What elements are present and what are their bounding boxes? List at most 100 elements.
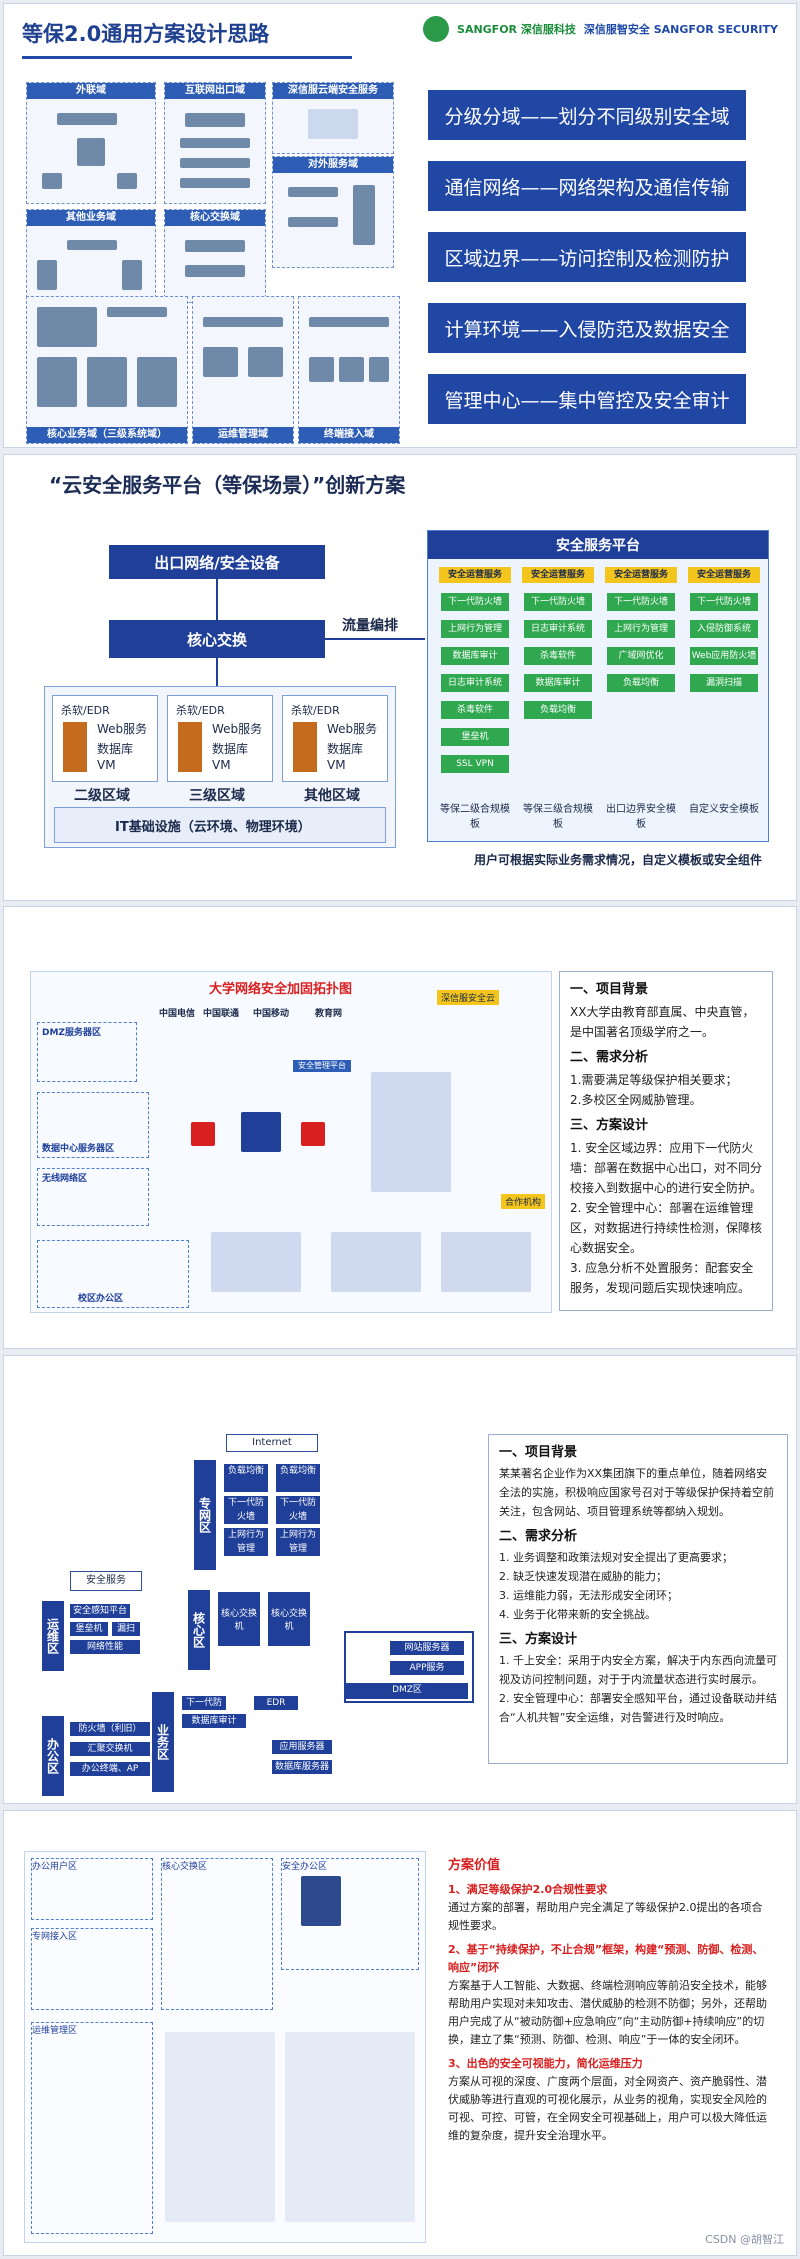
internet-box: Internet	[226, 1434, 318, 1452]
device-box: EDR	[254, 1696, 298, 1710]
campus-devices-icon	[441, 1232, 531, 1292]
device-stack-icon	[285, 2032, 415, 2222]
device-box: 堡垒机	[70, 1622, 108, 1636]
wifi-icon	[369, 357, 389, 382]
section-heading: 二、需求分析	[499, 1529, 578, 1544]
device-box: 负载均衡	[276, 1464, 320, 1492]
section-heading: 三、方案设计	[499, 1632, 578, 1647]
security-component: 入侵防御系统	[690, 620, 758, 638]
template-name: 等保三级合规模板	[523, 804, 593, 830]
cloud-service-icon	[308, 109, 358, 139]
pc-icon	[309, 357, 334, 382]
value-item-title: 3、出色的安全可视能力，简化运维压力	[448, 2057, 643, 2070]
zone-other-business: 其他业务域	[26, 209, 156, 303]
zone-label: 安全办公区	[282, 1862, 328, 1872]
zone-label: 数据中心服务器区	[42, 1144, 115, 1154]
web-service-label: Web服务	[327, 722, 378, 736]
zone-title: 互联网出口域	[165, 83, 265, 99]
shield-icon	[293, 722, 317, 772]
column-header: 安全运营服务	[522, 567, 594, 583]
device-box: 上网行为管理	[276, 1528, 320, 1556]
server-icon	[37, 357, 77, 407]
section-line: 2.多校区全网威胁管理。	[570, 1093, 702, 1107]
zone-label: 核心区	[188, 1590, 210, 1670]
switch-icon	[185, 240, 245, 252]
slide2-title: “云安全服务平台（等保场景）”创新方案	[49, 473, 406, 497]
section-heading: 一、项目背景	[570, 982, 649, 997]
case-text-panel: 一、项目背景 XX大学由教育部直属、中央直管，是中国著名顶级学府之一。 二、需求…	[559, 971, 773, 1311]
firewall-icon	[67, 240, 117, 250]
database-label: 数据库	[212, 742, 249, 756]
section-heading: 三、方案设计	[570, 1118, 649, 1133]
slide-enterprise-case: Internet 专网区 负载均衡 负载均衡 下一代防火墙 下一代防火墙 上网行…	[3, 1355, 797, 1804]
dmz-zone: 网站服务器 APP服务 DMZ区	[344, 1631, 474, 1703]
device-icon	[117, 173, 137, 189]
section-line: 2. 安全管理中心：部署安全感知平台，通过设备联动并结合“人机共智”安全运维，对…	[499, 1692, 777, 1724]
value-item-title: 1、满足等级保护2.0合规性要求	[448, 1883, 608, 1896]
device-box: 上网行为管理	[224, 1528, 268, 1556]
zone-label: 合作机构	[501, 1194, 546, 1209]
security-component: 堡垒机	[441, 728, 509, 746]
security-component: 日志审计系统	[524, 620, 592, 638]
value-text-panel: 方案价值 1、满足等级保护2.0合规性要求 通过方案的部署，帮助用户完全满足了等…	[436, 1851, 781, 2241]
principle-box: 管理中心——集中管控及安全审计	[428, 374, 746, 424]
service-box: 安全服务	[70, 1571, 142, 1591]
zone-terminal: 终端接入域	[298, 296, 400, 444]
switch-icon	[309, 317, 389, 327]
core-switch-box: 核心交换机	[218, 1592, 260, 1646]
value-item-body: 通过方案的部署，帮助用户完全满足了等级保护2.0提出的各项合规性要求。	[448, 1901, 763, 1932]
logo-group: SANGFOR 深信服科技 深信服智安全 SANGFOR SECURITY	[423, 16, 778, 42]
database-label: 数据库	[97, 742, 134, 756]
firewall-icon	[301, 1122, 325, 1146]
zone-label: 办公用户区	[32, 1862, 78, 1872]
zone-title: 运维管理域	[193, 427, 293, 443]
diagram-title: 大学网络安全加固拓扑图	[209, 982, 353, 997]
column-header: 安全运营服务	[688, 567, 760, 583]
server-icon	[137, 357, 177, 407]
device-box: APP服务	[390, 1661, 464, 1675]
device-icon	[180, 178, 250, 188]
device-stack-icon	[165, 2032, 275, 2222]
firewall-icon	[180, 138, 250, 148]
dmz-zone: DMZ服务器区	[37, 1022, 137, 1082]
wireless-zone: 无线网络区	[37, 1168, 149, 1226]
device-icon	[248, 347, 283, 377]
region-level3: 杀软/EDR Web服务 数据库 VM	[167, 695, 273, 782]
zone-title: 深信服云端安全服务	[273, 83, 393, 99]
principle-box: 通信网络——网络架构及通信传输	[428, 161, 746, 211]
exit-network-box: 出口网络/安全设备	[109, 545, 325, 579]
device-box: 下一代防火墙	[276, 1496, 320, 1524]
template-name: 自定义安全模板	[689, 804, 759, 815]
slide1-title: 等保2.0通用方案设计思路	[22, 22, 270, 46]
principle-box: 分级分域——划分不同级别安全域	[428, 90, 746, 140]
zone-title: 核心交换域	[165, 210, 265, 226]
building-icon	[301, 1876, 341, 1926]
zone-internet-exit: 互联网出口域	[164, 82, 266, 204]
core-switch-box: 核心交换机	[268, 1592, 310, 1646]
zone-title: 对外服务域	[273, 157, 393, 173]
platform-note: 用户可根据实际业务需求情况，自定义模板或安全组件	[474, 853, 763, 867]
edr-label: 杀软/EDR	[61, 704, 110, 717]
security-component: 杀毒软件	[524, 647, 592, 665]
router-icon	[180, 158, 250, 168]
campus-devices-icon	[331, 1232, 421, 1292]
web-service-label: Web服务	[212, 722, 263, 736]
pc-icon	[339, 357, 364, 382]
device-box: 网络性能	[70, 1640, 140, 1654]
server-icon	[122, 260, 142, 290]
zone-label: 专网区	[194, 1460, 216, 1570]
section-line: 某某著名企业作为XX集团旗下的重点单位，随着网络安全法的实施，积极响应国家号召对…	[499, 1467, 774, 1518]
security-component: 负载均衡	[607, 674, 675, 692]
isp-label: 教育网	[315, 1009, 343, 1019]
zone-title: 其他业务域	[27, 210, 155, 226]
value-item-body: 方案从可视的深度、广度两个层面，对全网资产、资产脆弱性、潜伏威胁等进行直观的可视…	[448, 2075, 767, 2142]
value-item-body: 方案基于人工智能、大数据、终端检测响应等前沿安全技术，能够帮助用户实现对未知攻击…	[448, 1979, 767, 2046]
sangfor-logo-icon	[423, 16, 450, 42]
firewall-icon	[288, 187, 338, 197]
zone-title: 终端接入域	[299, 427, 399, 443]
server-icon	[353, 185, 375, 245]
web-service-label: Web服务	[97, 722, 148, 736]
region-level2: 杀软/EDR Web服务 数据库 VM	[52, 695, 158, 782]
zone-label: 深信服安全云	[437, 990, 500, 1005]
server-group-icon	[371, 1072, 451, 1192]
